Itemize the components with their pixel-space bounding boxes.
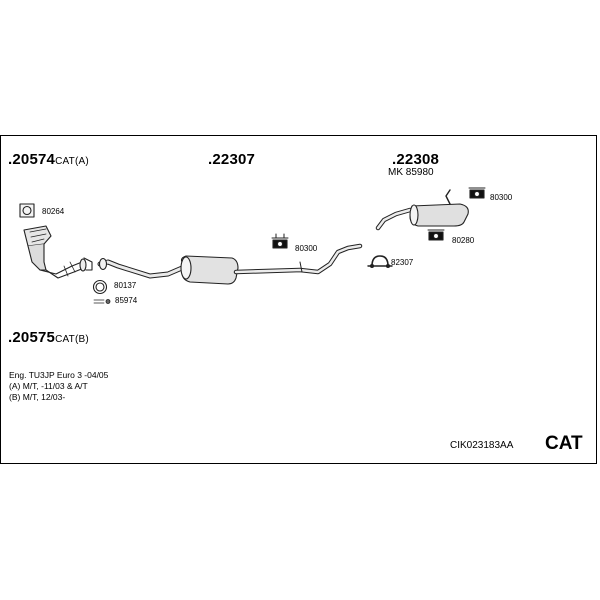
callout-80137: 80137 bbox=[114, 281, 137, 290]
front-pipe-icon bbox=[97, 257, 185, 279]
rubber-mount-80300-rear-icon bbox=[468, 187, 486, 199]
clamp-82307-icon bbox=[367, 255, 393, 269]
callout-82307: 82307 bbox=[391, 258, 414, 267]
note-line-3: (B) M/T, 12/03- bbox=[9, 392, 66, 402]
kit-code: CIK023183AA bbox=[450, 440, 514, 451]
middle-silencer-icon bbox=[180, 243, 363, 285]
diagram-frame bbox=[0, 135, 597, 464]
rubber-mount-80300-icon bbox=[271, 233, 289, 249]
callout-80300-mid: 80300 bbox=[295, 244, 318, 253]
rear-silencer-icon bbox=[375, 189, 469, 231]
callout-85974: 85974 bbox=[115, 296, 138, 305]
part-22307-label: .22307 bbox=[208, 151, 256, 168]
note-line-2: (A) M/T, -11/03 & A/T bbox=[9, 381, 88, 391]
gasket-ring-80137-icon bbox=[92, 279, 108, 295]
note-line-1: Eng. TU3JP Euro 3 -04/05 bbox=[9, 370, 109, 380]
part-22308-label: .22308 bbox=[392, 151, 440, 168]
callout-80280: 80280 bbox=[452, 236, 475, 245]
callout-80300-rear: 80300 bbox=[490, 193, 513, 202]
part-20575-label: .20575CAT(B) bbox=[8, 329, 89, 346]
callout-80264: 80264 bbox=[42, 207, 65, 216]
part-20574-label: .20574CAT(A) bbox=[8, 151, 89, 168]
catalytic-converter-icon bbox=[23, 225, 93, 279]
gasket-80264-icon bbox=[19, 203, 35, 218]
cat-badge: CAT bbox=[545, 433, 583, 454]
bolt-85974-icon bbox=[93, 299, 111, 304]
rubber-mount-80280-icon bbox=[427, 229, 445, 241]
part-22308-sub-label: MK 85980 bbox=[388, 167, 434, 178]
